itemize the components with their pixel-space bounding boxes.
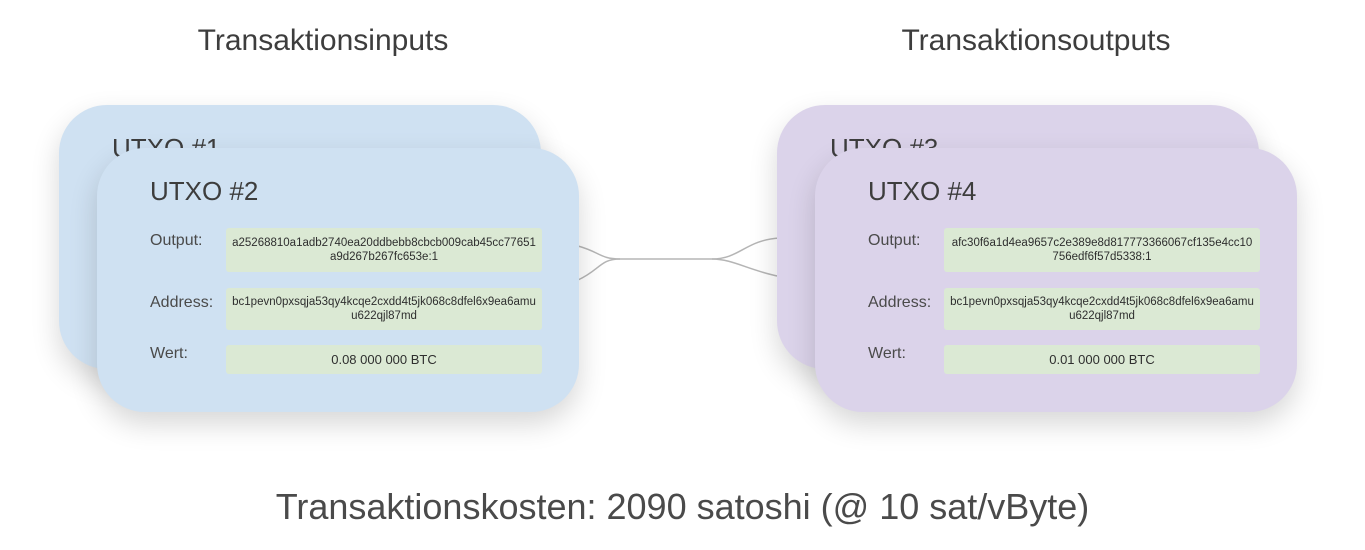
address-value: bc1pevn0pxsqja53qy4kcqe2cxdd4t5jk068c8df… bbox=[944, 288, 1260, 330]
address-value: bc1pevn0pxsqja53qy4kcqe2cxdd4t5jk068c8df… bbox=[226, 288, 542, 330]
utxo-title: UTXO #4 bbox=[868, 176, 977, 206]
outputs-heading: Transaktionsoutputs bbox=[901, 24, 1171, 57]
wert-value: 0.08 000 000 BTC bbox=[226, 345, 542, 374]
connector-line-input-1 bbox=[577, 245, 621, 260]
utxo-card-input-front: UTXO #2 Output: a25268810a1adb2740ea20dd… bbox=[97, 148, 579, 412]
connector-line-input-2 bbox=[577, 258, 621, 281]
output-value: afc30f6a1d4ea9657c2e389e8d817773366067cf… bbox=[944, 228, 1260, 272]
wert-label: Wert: bbox=[868, 345, 906, 362]
output-label: Output: bbox=[868, 232, 921, 249]
utxo-card-output-front: UTXO #4 Output: afc30f6a1d4ea9657c2e389e… bbox=[815, 148, 1297, 412]
output-value: a25268810a1adb2740ea20ddbebb8cbcb009cab4… bbox=[226, 228, 542, 272]
utxo-title: UTXO #2 bbox=[150, 176, 259, 206]
wert-label: Wert: bbox=[150, 345, 188, 362]
inputs-heading: Transaktionsinputs bbox=[197, 24, 449, 57]
wert-value: 0.01 000 000 BTC bbox=[944, 345, 1260, 374]
address-label: Address: bbox=[150, 294, 214, 311]
connector-line-output-1 bbox=[711, 237, 781, 260]
output-label: Output: bbox=[150, 232, 203, 249]
address-label: Address: bbox=[868, 294, 932, 311]
transaction-fee-text: Transaktionskosten: 2090 satoshi (@ 10 s… bbox=[275, 486, 1090, 527]
